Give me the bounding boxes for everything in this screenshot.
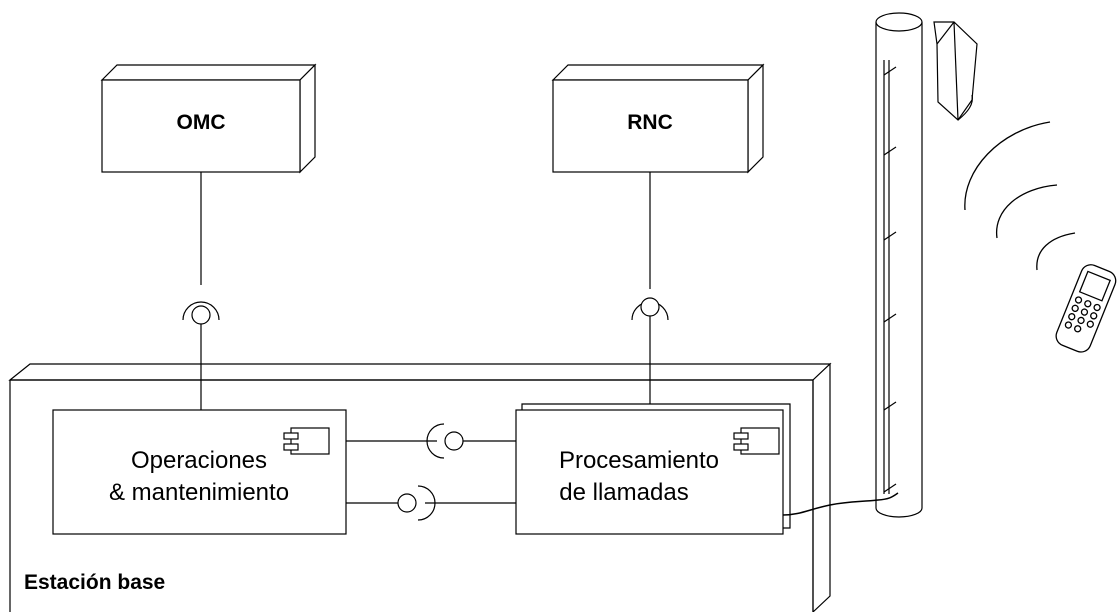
- radio-waves-icon: [965, 122, 1075, 270]
- antenna-tower-icon: [876, 13, 977, 517]
- antenna-cable: [783, 493, 898, 515]
- component-icon: [734, 428, 779, 454]
- omc-node: OMC: [102, 65, 315, 172]
- om-component: Operaciones & mantenimiento: [53, 410, 346, 534]
- mobile-phone-icon: [1053, 262, 1118, 355]
- internal-connector-lower: [346, 486, 516, 520]
- cp-component: Procesamiento de llamadas: [516, 404, 790, 534]
- rnc-node: RNC: [553, 65, 763, 172]
- component-icon: [284, 428, 329, 454]
- internal-connector-upper: [346, 424, 516, 458]
- om-label-line1: Operaciones: [131, 447, 267, 474]
- rnc-label: RNC: [627, 111, 673, 134]
- base-station-label: Estación base: [24, 571, 165, 594]
- om-label-line2: & mantenimiento: [109, 479, 289, 506]
- omc-label: OMC: [177, 111, 226, 134]
- cp-label-line1: Procesamiento: [559, 447, 719, 474]
- cp-label-line2: de llamadas: [559, 479, 688, 506]
